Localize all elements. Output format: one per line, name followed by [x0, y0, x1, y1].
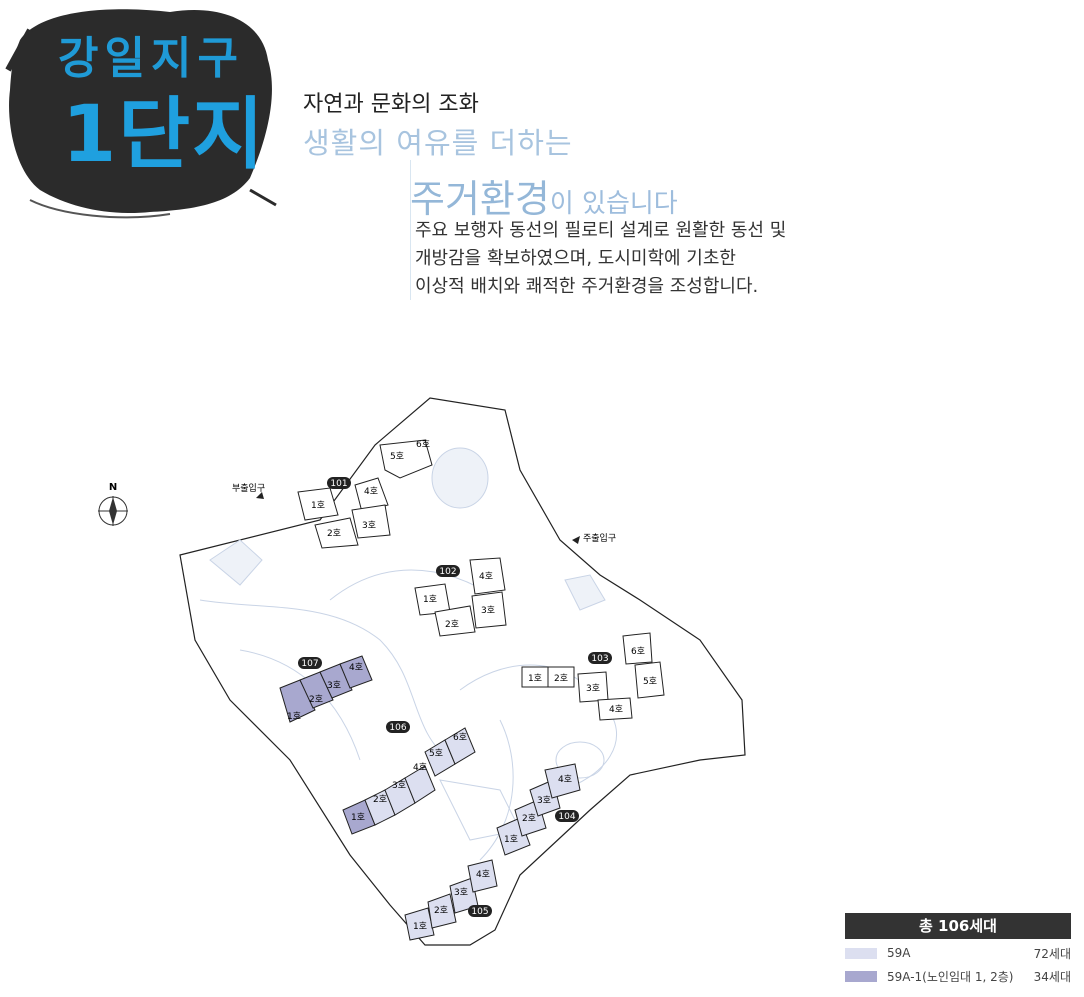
svg-text:2호: 2호 — [445, 619, 459, 630]
building-number-badge — [588, 652, 612, 664]
headline-line2: 생활의 여유를 더하는 — [303, 126, 573, 160]
svg-text:2호: 2호 — [327, 528, 341, 539]
svg-text:1호: 1호 — [351, 812, 365, 823]
headline-rest: 이 있습니다 — [549, 189, 678, 219]
legend-count: 34세대 — [1033, 969, 1071, 984]
svg-text:4호: 4호 — [349, 662, 363, 673]
svg-text:3호: 3호 — [537, 795, 551, 806]
description-paragraph: 주요 보행자 동선의 필로티 설계로 원활한 동선 및 개방감을 확보하였으며,… — [415, 217, 786, 301]
svg-text:3호: 3호 — [327, 680, 341, 691]
svg-text:4호: 4호 — [479, 571, 493, 582]
svg-text:1호: 1호 — [504, 834, 518, 845]
building-107: 107 1호 2호 3호 4호 — [279, 655, 373, 723]
headline-line1: 자연과 문화의 조화 — [303, 92, 479, 117]
brush-stroke-background — [5, 9, 277, 219]
building-102: 102 1호 2호 3호 4호 — [414, 557, 507, 637]
svg-text:4호: 4호 — [609, 704, 623, 715]
legend-row: 59A-1(노인임대 1, 2층) 34세대 — [845, 967, 1071, 985]
svg-text:2호: 2호 — [554, 673, 568, 684]
paragraph-line: 개방감을 확보하였으며, 도시미학에 기초한 — [415, 248, 736, 269]
svg-text:1호: 1호 — [528, 673, 542, 684]
svg-text:4호: 4호 — [364, 486, 378, 497]
svg-text:2호: 2호 — [309, 694, 323, 705]
svg-text:1호: 1호 — [413, 921, 427, 932]
legend-row: 59A 72세대 — [845, 944, 1071, 962]
divider — [410, 160, 411, 300]
svg-text:2호: 2호 — [373, 794, 387, 805]
svg-text:3호: 3호 — [481, 605, 495, 616]
svg-text:부출입구: 부출입구 — [232, 482, 265, 494]
svg-text:102: 102 — [439, 567, 456, 577]
svg-text:4호: 4호 — [558, 774, 572, 785]
legend-label: 59A — [887, 946, 911, 960]
svg-text:104: 104 — [558, 812, 575, 822]
building-105: 105 1호 2호 3호 4호 — [404, 859, 498, 941]
main-entrance: 주출입구 — [572, 532, 616, 544]
household-legend: 총 106세대 59A 72세대 59A-1(노인임대 1, 2층) 34세대 — [845, 913, 1071, 985]
district-title: 강일지구 — [58, 33, 244, 84]
svg-text:5호: 5호 — [429, 748, 443, 759]
svg-text:106: 106 — [389, 723, 406, 733]
svg-text:4호: 4호 — [413, 762, 427, 773]
title-badge: 강일지구 1단지 — [0, 0, 290, 230]
paragraph-line: 주요 보행자 동선의 필로티 설계로 원활한 동선 및 — [415, 220, 787, 241]
svg-text:2호: 2호 — [434, 905, 448, 916]
svg-text:2호: 2호 — [522, 813, 536, 824]
svg-text:주출입구: 주출입구 — [583, 532, 616, 544]
building-106: 106 1호 2호 3호 4호 5호 6호 — [342, 721, 476, 835]
svg-text:107: 107 — [301, 659, 318, 669]
legend-swatch — [845, 970, 877, 982]
legend-swatch — [845, 947, 877, 959]
north-arrow-icon: N — [98, 482, 128, 526]
building-number-badge — [468, 905, 492, 917]
building-number-badge — [386, 721, 410, 733]
svg-text:101: 101 — [330, 479, 347, 489]
svg-text:1호: 1호 — [423, 594, 437, 605]
svg-text:6호: 6호 — [631, 646, 645, 657]
building-number-badge — [555, 810, 579, 822]
svg-text:5호: 5호 — [390, 451, 404, 462]
sub-entrance: 부출입구 — [232, 482, 265, 499]
headline-line3: 주거환경이 있습니다 — [410, 168, 678, 223]
complex-title: 1단지 — [62, 90, 266, 180]
building-104: 104 1호 2호 3호 4호 — [496, 763, 581, 856]
svg-text:3호: 3호 — [392, 780, 406, 791]
paragraph-line: 이상적 배치와 쾌적한 주거환경을 조성합니다. — [415, 276, 759, 297]
building-number-badge — [327, 477, 351, 489]
svg-text:N: N — [109, 482, 117, 493]
svg-text:4호: 4호 — [476, 869, 490, 880]
building-101: 101 1호 2호 3호 4호 5호 6호 — [297, 439, 433, 549]
svg-text:6호: 6호 — [453, 732, 467, 743]
svg-text:3호: 3호 — [454, 887, 468, 898]
svg-text:105: 105 — [471, 907, 488, 917]
headline-emphasis: 주거환경 — [410, 177, 550, 221]
building-number-badge — [436, 565, 460, 577]
svg-text:5호: 5호 — [643, 676, 657, 687]
svg-text:1호: 1호 — [311, 500, 325, 511]
legend-title: 총 106세대 — [845, 913, 1071, 939]
legend-label: 59A-1(노인임대 1, 2층) — [887, 969, 1014, 984]
building-103: 103 1호 2호 3호 4호 5호 6호 — [521, 632, 665, 721]
svg-text:3호: 3호 — [586, 683, 600, 694]
building-number-badge — [298, 657, 322, 669]
legend-count: 72세대 — [1033, 946, 1071, 961]
svg-text:6호: 6호 — [416, 439, 430, 450]
svg-text:3호: 3호 — [362, 520, 376, 531]
svg-text:103: 103 — [591, 654, 608, 664]
svg-text:1호: 1호 — [287, 711, 301, 722]
